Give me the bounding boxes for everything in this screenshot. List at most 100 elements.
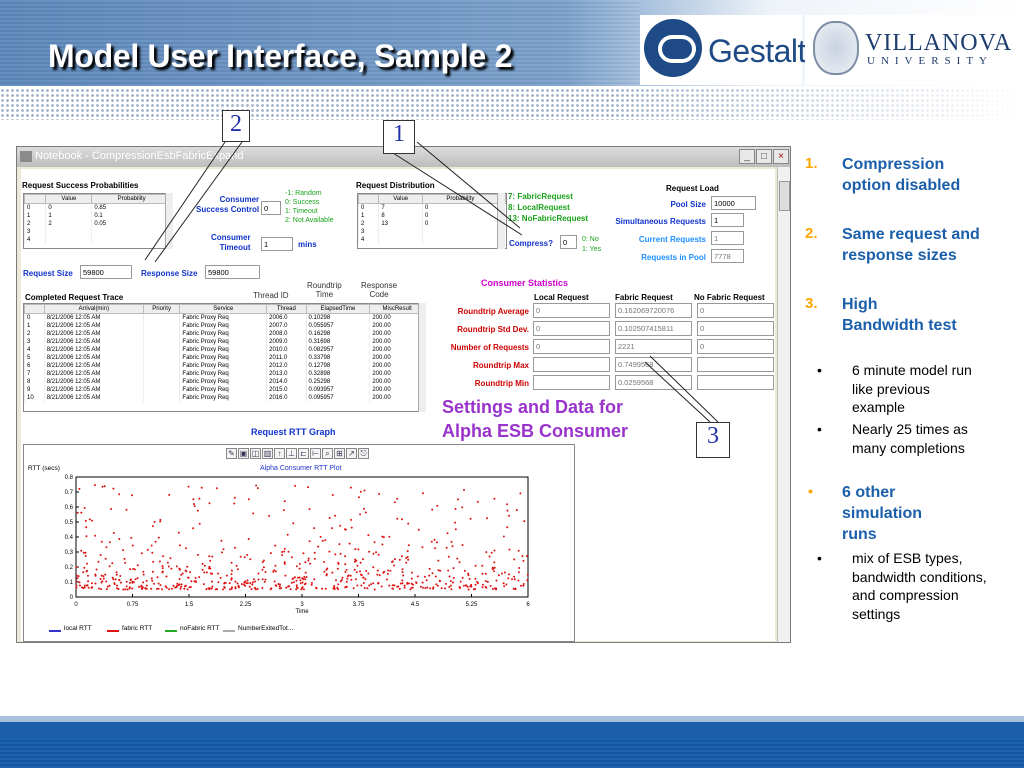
data-point: [372, 582, 375, 585]
graph-toolbar-button[interactable]: ⊢: [310, 448, 321, 459]
graph-toolbar-button[interactable]: ⊞: [334, 448, 345, 459]
timeout-field[interactable]: 1: [261, 237, 293, 251]
data-point: [323, 570, 326, 573]
graph-toolbar-button[interactable]: ⊥: [286, 448, 297, 459]
data-point: [141, 587, 144, 590]
trace-cell: 2012.0: [266, 361, 307, 370]
stats-field: 0: [533, 303, 610, 318]
data-point: [436, 584, 439, 587]
data-point: [367, 572, 370, 575]
graph-toolbar-button[interactable]: ↑: [274, 448, 285, 459]
data-point: [245, 582, 248, 585]
req-success-cell: 0: [24, 203, 46, 212]
pool-size-field[interactable]: 10000: [711, 196, 756, 210]
req-success-row[interactable]: 3: [24, 227, 172, 236]
graph-toolbar-button[interactable]: ▥: [262, 448, 273, 459]
graph-toolbar-button[interactable]: ◫: [250, 448, 261, 459]
x-tick-label: 1.5: [185, 602, 194, 608]
trace-cell: 200.00: [369, 377, 425, 386]
data-point: [367, 534, 370, 537]
data-point: [136, 564, 139, 567]
graph-toolbar-button[interactable]: ⎋: [358, 448, 369, 459]
req-success-cell: [45, 235, 92, 244]
data-point: [219, 576, 222, 579]
data-point: [335, 579, 337, 582]
data-point: [409, 588, 412, 591]
data-point: [421, 546, 424, 549]
graph-toolbar-button[interactable]: ▣: [238, 448, 249, 459]
req-success-row[interactable]: 4: [24, 235, 172, 244]
data-point: [452, 567, 455, 570]
data-point: [119, 575, 122, 577]
data-point: [84, 555, 87, 557]
minimize-button[interactable]: _: [739, 149, 755, 164]
maximize-button[interactable]: □: [756, 149, 772, 164]
data-point: [457, 498, 459, 501]
data-point: [307, 557, 310, 560]
sim-requests-field[interactable]: 1: [711, 213, 744, 227]
data-point: [296, 576, 299, 579]
data-point: [292, 522, 295, 525]
trace-cell: 1: [24, 321, 45, 330]
success-option: 1: Timeout: [285, 208, 318, 215]
close-button[interactable]: ×: [773, 149, 789, 164]
data-point: [102, 575, 105, 578]
trace-scrollbar[interactable]: [418, 303, 426, 412]
success-control-field[interactable]: 0: [261, 201, 281, 215]
window-scrollbar[interactable]: [777, 167, 790, 642]
y-tick-label: 0.6: [65, 505, 74, 511]
data-point: [354, 560, 356, 563]
data-point: [195, 580, 197, 583]
data-point: [180, 583, 183, 586]
data-point: [323, 561, 326, 563]
data-point: [108, 541, 111, 544]
req-success-scrollbar[interactable]: [165, 193, 173, 249]
graph-toolbar-button[interactable]: ⊏: [298, 448, 309, 459]
trace-cell: [142, 361, 180, 370]
legend-label: NumberExitedTot...: [238, 625, 294, 632]
req-dist-scrollbar[interactable]: [497, 193, 505, 249]
graph-toolbar-button[interactable]: ↗: [346, 448, 357, 459]
request-size-field[interactable]: 59800: [80, 265, 132, 279]
data-point: [217, 581, 220, 584]
data-point: [310, 583, 313, 586]
data-point: [145, 584, 148, 587]
data-point: [175, 565, 178, 568]
data-point: [518, 567, 521, 569]
graph-toolbar-button[interactable]: ✎: [226, 448, 237, 459]
data-point: [401, 568, 404, 571]
data-point: [302, 552, 305, 555]
compress-field[interactable]: 0: [560, 235, 577, 249]
response-size-field[interactable]: 59800: [205, 265, 260, 279]
data-point: [517, 571, 520, 574]
req-dist-row[interactable]: 3: [358, 227, 506, 236]
data-point: [317, 545, 320, 548]
data-point: [100, 581, 103, 584]
graph-toolbar-button[interactable]: ⌕: [322, 448, 333, 459]
data-point: [319, 535, 322, 538]
data-point: [274, 570, 277, 573]
data-point: [274, 584, 277, 587]
req-dist-row[interactable]: 4: [358, 235, 506, 244]
data-point: [368, 550, 371, 553]
